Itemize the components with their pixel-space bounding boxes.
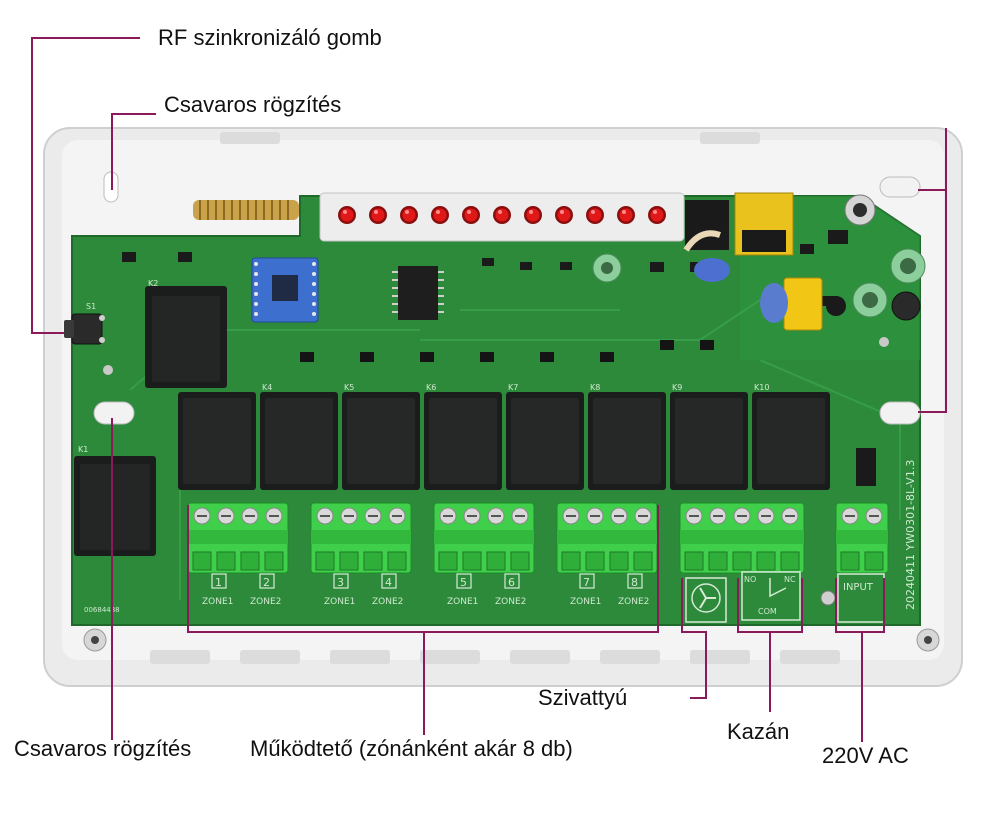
pump-icon	[685, 577, 727, 623]
terminal-blocks	[187, 502, 889, 574]
callout-screw-right	[918, 128, 947, 413]
callout-boiler	[737, 578, 803, 712]
pcb-slot-right	[879, 401, 921, 425]
relay-label-k2: K2	[148, 279, 158, 288]
zone-name: ZONE1	[324, 597, 355, 607]
callout-pump	[681, 578, 707, 699]
zone-number: 4	[385, 576, 392, 589]
transistor	[420, 352, 434, 362]
board-serial: 00684488	[84, 606, 120, 614]
power-label: 220V AC	[822, 743, 909, 768]
led-row	[338, 206, 666, 224]
relay-label: K6	[426, 383, 436, 392]
relay-label: K4	[262, 383, 272, 392]
transistor	[700, 340, 714, 350]
power-supply	[592, 192, 926, 331]
zone-number: 6	[508, 576, 515, 589]
relay-label: K10	[754, 383, 769, 392]
transistor-row	[300, 340, 714, 362]
boiler-label: Kazán	[727, 719, 790, 744]
zone-number: 7	[583, 576, 590, 589]
relay-label: K7	[508, 383, 518, 392]
zone-name: ZONE1	[570, 597, 601, 607]
input-label: INPUT	[843, 582, 874, 593]
fuse	[856, 448, 876, 486]
zone-name: ZONE1	[447, 597, 478, 607]
transistor	[300, 352, 314, 362]
transistor	[660, 340, 674, 350]
zone-name: ZONE2	[495, 597, 526, 607]
callout-power	[835, 578, 885, 742]
pcb-slot-left	[93, 401, 135, 425]
boiler-no: NO	[744, 575, 756, 584]
rf-sync-button-label: RF szinkronizáló gomb	[158, 25, 382, 50]
callout-rf-sync	[31, 37, 140, 334]
zone-name: ZONE1	[202, 597, 233, 607]
actuator-label: Működtető (zónánként akár 8 db)	[250, 736, 573, 761]
zone-number: 8	[631, 576, 638, 589]
microcontroller	[392, 266, 444, 320]
transistor	[540, 352, 554, 362]
pump-label: Szivattyú	[538, 685, 628, 710]
zone-name: ZONE2	[250, 597, 281, 607]
boiler-com: COM	[758, 607, 777, 616]
relay-row: K4 K5 K6 K7 K8 K9 K10	[178, 383, 830, 490]
screw-mount-bottom-label: Csavaros rögzítés	[14, 736, 192, 761]
boiler-nc: NC	[784, 575, 796, 584]
relay-k2	[145, 286, 227, 388]
zone-number: 3	[337, 576, 344, 589]
transistor	[360, 352, 374, 362]
board-version: 20240411 YW0301-8L-V1.3	[904, 460, 917, 610]
transistor	[600, 352, 614, 362]
screw-mount-top-label: Csavaros rögzítés	[164, 92, 342, 117]
relay-label: K8	[590, 383, 600, 392]
relay-label: K9	[672, 383, 682, 392]
transistor	[480, 352, 494, 362]
zone-number: 5	[460, 576, 467, 589]
zone-number: 1	[215, 576, 222, 589]
relay-label: K5	[344, 383, 354, 392]
zone-name: ZONE2	[618, 597, 649, 607]
callout-lines	[31, 37, 947, 742]
switch-label: S1	[86, 302, 96, 311]
pcb-slot-right-top	[879, 176, 921, 198]
zone-name: ZONE2	[372, 597, 403, 607]
housing-slots	[150, 132, 840, 664]
rf-sync-button[interactable]	[64, 313, 105, 345]
relay-label-k1: K1	[78, 445, 88, 454]
zone-number: 2	[263, 576, 270, 589]
callout-screw-top	[111, 113, 156, 190]
callout-actuator	[187, 505, 659, 735]
antenna-coil	[193, 200, 299, 220]
boiler-contact-marking	[741, 571, 801, 621]
rf-module	[251, 257, 319, 323]
relay-k1	[74, 456, 156, 556]
